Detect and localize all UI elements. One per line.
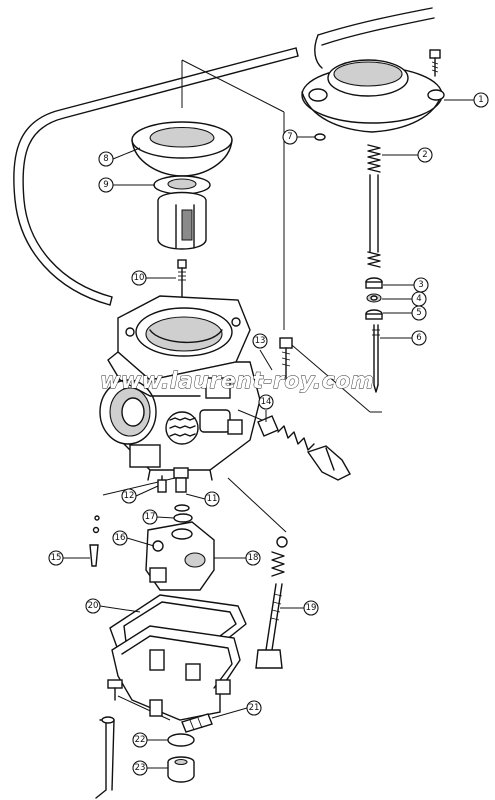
fuel-hose [13, 47, 299, 306]
callout-15: 15 [48, 550, 64, 566]
callout-label: 12 [124, 491, 135, 501]
callout-8: 8 [98, 151, 114, 167]
callout-4: 4 [411, 291, 427, 307]
callout-21: 21 [246, 700, 262, 716]
drain-oring [167, 733, 195, 747]
callout-22: 22 [132, 732, 148, 748]
callout-19: 19 [303, 600, 319, 616]
callout-6: 6 [411, 330, 427, 346]
diaphragm [131, 121, 233, 177]
spring [367, 144, 381, 268]
carburetor-body [99, 295, 261, 481]
callout-label: 3 [418, 280, 423, 290]
callout-16: 16 [112, 530, 128, 546]
callout-leaders [63, 99, 474, 769]
callout-9: 9 [98, 177, 114, 193]
callout-2: 2 [417, 147, 433, 163]
choke-plunger [237, 409, 351, 481]
callout-label: 14 [261, 397, 272, 407]
callout-11: 11 [204, 491, 220, 507]
float-bowl [107, 625, 241, 721]
jets-and-washers [89, 467, 288, 567]
callout-7: 7 [282, 129, 298, 145]
callout-3: 3 [413, 277, 429, 293]
callout-17: 17 [142, 509, 158, 525]
callout-12: 12 [121, 488, 137, 504]
callout-5: 5 [411, 305, 427, 321]
callout-label: 22 [135, 735, 146, 745]
small-parts-stack [365, 277, 383, 320]
callout-20: 20 [85, 598, 101, 614]
drain-screw [181, 713, 213, 733]
callout-label: 6 [416, 333, 421, 343]
drain-plug [167, 756, 195, 783]
callout-label: 20 [88, 601, 99, 611]
callout-label: 2 [422, 150, 427, 160]
callout-label: 17 [145, 512, 156, 522]
top-cover [301, 7, 445, 133]
pump-cover [145, 521, 215, 591]
callout-label: 9 [103, 180, 108, 190]
callout-label: 23 [135, 763, 146, 773]
callout-label: 4 [416, 294, 421, 304]
slide-piston [153, 175, 211, 250]
callout-label: 15 [51, 553, 62, 563]
callout-label: 13 [255, 336, 266, 346]
drain-tube [95, 716, 115, 799]
callout-1: 1 [473, 92, 489, 108]
callout-label: 19 [306, 603, 317, 613]
callout-13: 13 [252, 333, 268, 349]
callout-label: 5 [416, 308, 421, 318]
callout-label: 18 [248, 553, 259, 563]
callout-label: 11 [207, 494, 218, 504]
callout-label: 10 [134, 273, 145, 283]
pump-spring-screw [255, 551, 285, 669]
callout-23: 23 [132, 760, 148, 776]
screw-13 [279, 337, 293, 383]
callout-label: 1 [478, 95, 483, 105]
callout-10: 10 [131, 270, 147, 286]
callout-14: 14 [258, 394, 274, 410]
callout-label: 16 [115, 533, 126, 543]
callout-label: 7 [287, 132, 292, 142]
throttle-rod [372, 324, 380, 393]
callout-label: 8 [103, 154, 108, 164]
watermark-text: www.laurent-roy.com [100, 369, 374, 394]
small-oring [314, 133, 326, 141]
callout-18: 18 [245, 550, 261, 566]
callout-label: 21 [249, 703, 260, 713]
